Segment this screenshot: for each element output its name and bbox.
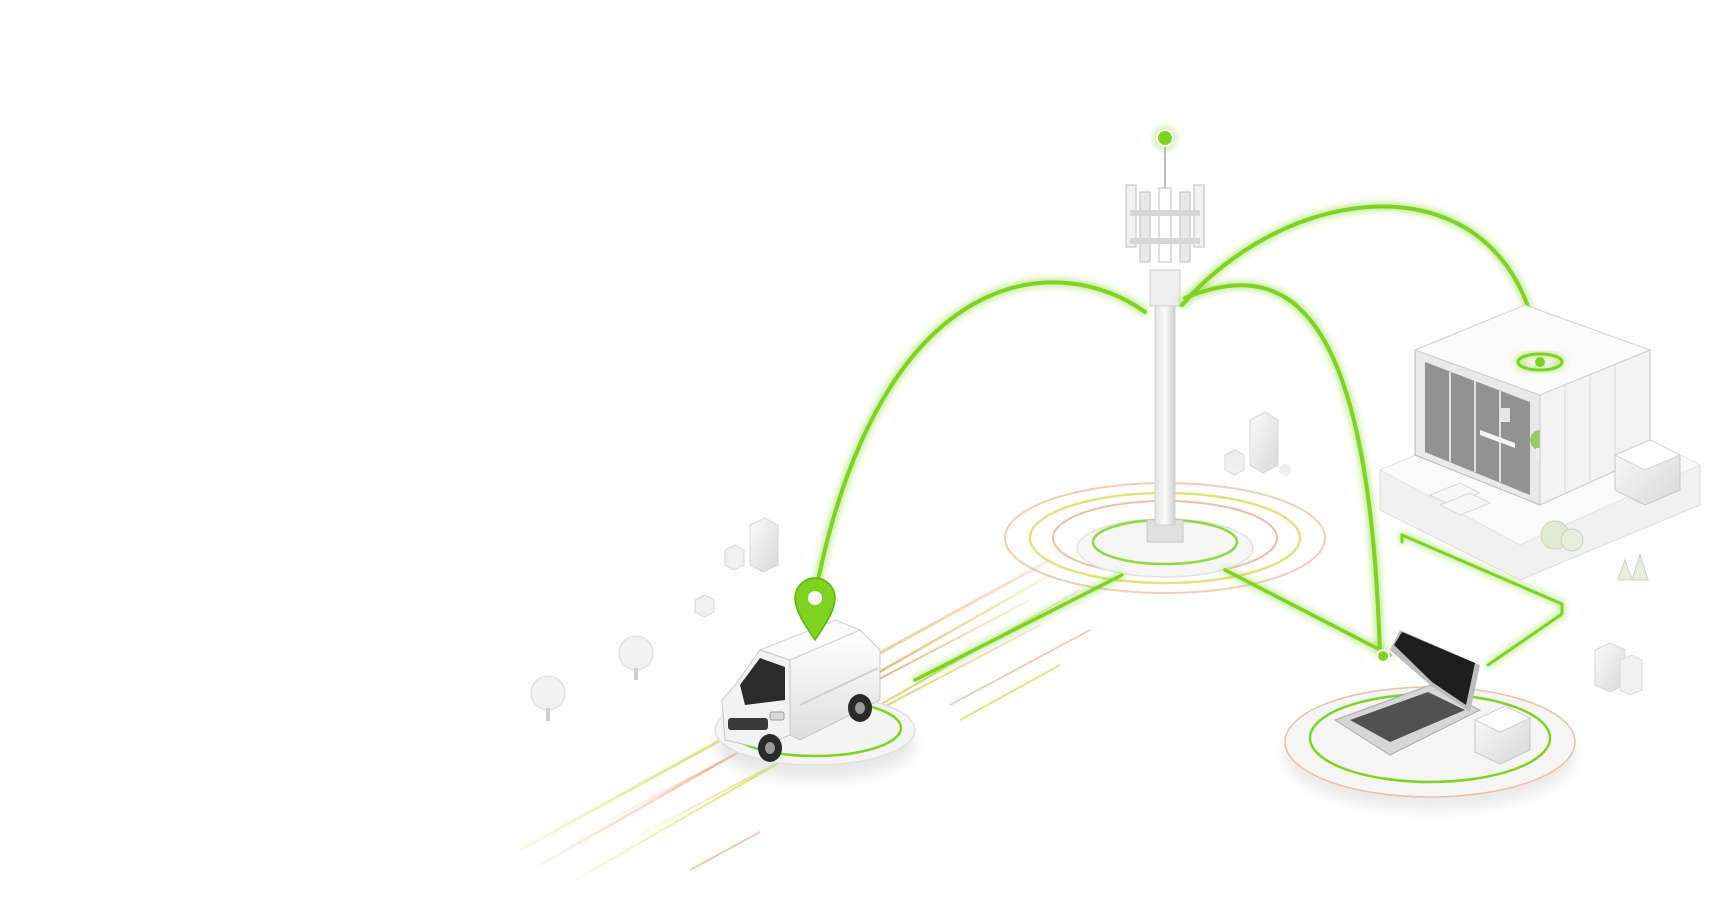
- office-box-top: [1613, 439, 1682, 471]
- link-tower-to-laptop: [1223, 568, 1392, 657]
- laptop-keyboard: [1350, 692, 1465, 742]
- cell-tower-icon: [1125, 122, 1205, 543]
- building-block: [749, 517, 779, 573]
- tree-crown: [618, 635, 654, 671]
- tree-cone: [1617, 558, 1633, 581]
- laptop-icon: [1333, 630, 1482, 756]
- building-block: [1619, 654, 1643, 696]
- office-signal-ring: [1516, 352, 1564, 372]
- tree-trunk: [546, 708, 550, 721]
- tree-trunk: [634, 668, 638, 680]
- link-laptop-to-office: [1400, 532, 1564, 667]
- antenna-bracket: [1130, 210, 1200, 216]
- container-office-icon: [1378, 304, 1702, 581]
- office-step: [1428, 482, 1482, 506]
- streak: [689, 831, 761, 871]
- antenna-panel: [1139, 191, 1151, 263]
- pin-body: [794, 577, 836, 642]
- office-monitor: [1500, 408, 1510, 422]
- laptop-screen: [1394, 632, 1475, 705]
- tree-icon: [1617, 553, 1649, 581]
- laptop-node-dot: [1376, 649, 1390, 663]
- antenna-panel: [1158, 187, 1172, 263]
- streak: [949, 629, 1091, 706]
- van-hubcap: [855, 702, 865, 714]
- van-grille: [728, 718, 768, 730]
- rock: [1279, 464, 1291, 476]
- pin-hole: [808, 591, 822, 605]
- arc-tower-to-office: [1180, 204, 1542, 364]
- van-hubcap: [765, 742, 775, 754]
- tower-signal-dot: [1156, 129, 1174, 147]
- van-windshield: [740, 658, 785, 705]
- streak: [959, 664, 1061, 721]
- office-glass: [1425, 362, 1530, 495]
- box-top: [1473, 705, 1532, 733]
- arc-tower-to-van: [813, 280, 1147, 597]
- building-block: [1249, 411, 1279, 474]
- van-side-line: [799, 667, 879, 706]
- tree-cone: [1631, 553, 1649, 581]
- arc-tower-to-laptop: [1183, 283, 1382, 657]
- building-block-icon: [1224, 411, 1291, 476]
- connection-arcs: [813, 204, 1564, 682]
- office-roof: [1413, 304, 1652, 396]
- tree-icon: [618, 635, 654, 680]
- antenna-panel: [1179, 191, 1191, 263]
- tower-pole: [1154, 299, 1176, 526]
- bush: [1560, 528, 1584, 552]
- tower-collar: [1149, 269, 1181, 307]
- antenna-bracket: [1130, 238, 1200, 244]
- building-block: [694, 594, 715, 618]
- office-signal-dot: [1535, 357, 1545, 367]
- office-step: [1438, 492, 1492, 516]
- tree-crown: [530, 675, 566, 711]
- van-headlight: [769, 711, 785, 721]
- equipment-box-icon: [1473, 705, 1532, 765]
- rock: [1227, 452, 1243, 468]
- building-block-icon: [694, 517, 779, 618]
- location-pin-icon: [794, 577, 836, 642]
- office-desk: [1480, 430, 1515, 448]
- building-block: [724, 544, 745, 571]
- delivery-van-icon: [721, 619, 881, 762]
- tree-icon: [530, 675, 566, 721]
- link-tower-to-van: [913, 573, 1124, 682]
- building-block-icon: [1594, 642, 1643, 696]
